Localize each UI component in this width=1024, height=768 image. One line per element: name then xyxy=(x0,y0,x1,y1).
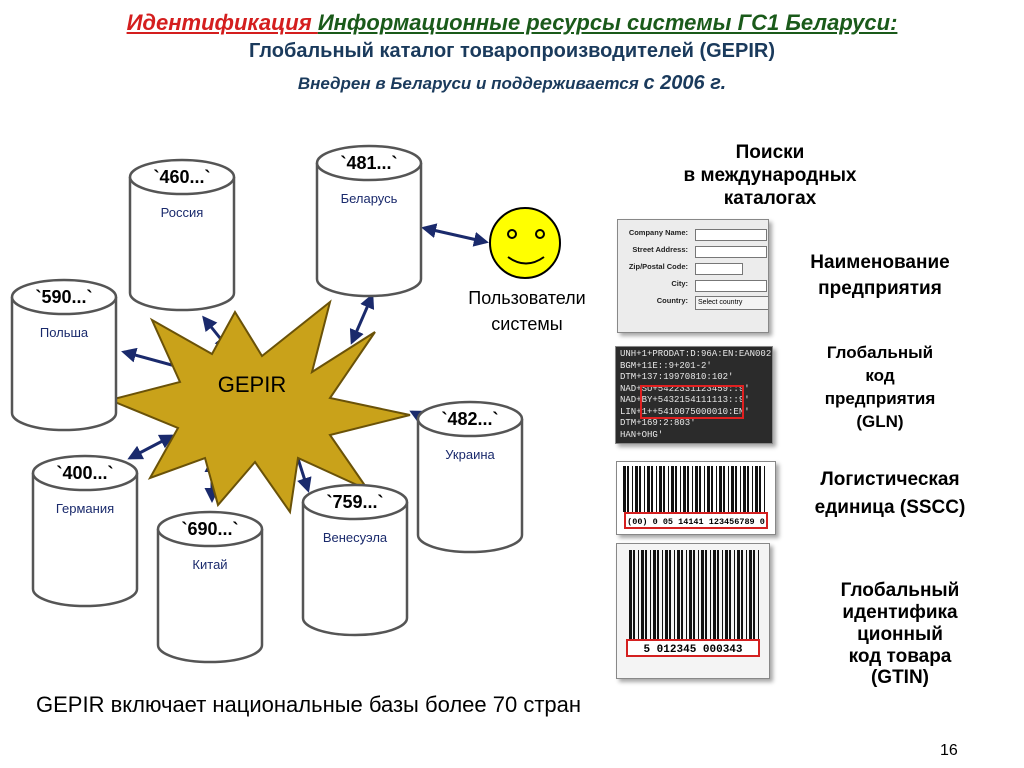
database-code: `482...` xyxy=(441,409,498,429)
database-cylinder: `690...` Китай xyxy=(156,510,264,664)
country-select[interactable]: Select country xyxy=(695,296,768,310)
company-search-form-image: Company Name: Street Address: Zip/Postal C… xyxy=(617,219,769,333)
label-gln: Глобальный код предприятия (GLN) xyxy=(824,343,936,431)
form-text-field[interactable] xyxy=(695,246,767,258)
database-code: `590...` xyxy=(35,287,92,307)
label-company-name: Наименование предприятия xyxy=(810,252,950,299)
database-code: `481...` xyxy=(340,153,397,173)
connection-arrow xyxy=(127,434,175,460)
gtin-highlight-box xyxy=(626,639,760,657)
label-gtin: Глобальный идентифика ционный код товара… xyxy=(840,580,960,689)
form-field-label: Zip/Postal Code: xyxy=(628,262,688,271)
database-cylinder: `482...` Украина xyxy=(416,400,524,554)
users-label-line-1: Пользователи xyxy=(468,288,585,308)
title-line-1: Идентификация Информационные ресурсы сис… xyxy=(0,10,1024,36)
title-line-2: Глобальный каталог товаропроизводителей … xyxy=(248,40,776,62)
database-code: `400...` xyxy=(56,463,113,483)
database-code: `759...` xyxy=(326,492,383,512)
form-row: Zip/Postal Code: xyxy=(618,262,768,280)
database-country: Венесуэла xyxy=(323,530,388,545)
database-country: Беларусь xyxy=(341,191,398,206)
bottom-caption: GEPIR включает национальные базы более 7… xyxy=(36,692,582,717)
label-sscc: Логистическая единица (SSCC) xyxy=(814,469,966,518)
database-country: Польша xyxy=(40,325,89,340)
database-code: `690...` xyxy=(181,519,238,539)
page-number: 16 xyxy=(940,742,958,759)
search-title: Поиски в международных каталогах xyxy=(683,142,857,209)
title-line-3-year: с 2006 г. xyxy=(643,72,727,94)
form-row: Company Name: xyxy=(618,228,768,246)
database-code: `460...` xyxy=(153,167,210,187)
database-cylinder: `590...` Польша xyxy=(10,278,118,432)
title-line-3: Внедрен в Беларуси и поддерживается с 20… xyxy=(0,72,1024,95)
edi-line: DTM+169:2:803' xyxy=(620,418,696,428)
gepir-star-shape xyxy=(106,299,411,515)
smiley-user-icon xyxy=(489,207,561,279)
gtin-barcode: 5 012345 000343 xyxy=(626,550,760,657)
title-line-3-prefix: Внедрен в Беларуси и поддерживается xyxy=(297,74,644,93)
database-country: Китай xyxy=(192,557,227,572)
edi-highlight-box xyxy=(640,385,744,419)
form-row: Country: Select country xyxy=(618,296,768,314)
form-text-field[interactable] xyxy=(695,229,767,241)
form-row: City: xyxy=(618,279,768,297)
gtin-number: 5 012345 000343 xyxy=(643,644,742,656)
database-cylinder: `400...` Германия xyxy=(31,454,139,608)
sscc-number: (00) 0 05 14141 123456789 0 xyxy=(627,517,765,527)
edi-message-image: UNH+1+PRODAT:D:96A:EN:EAN002'BGM+11E::9+… xyxy=(615,346,773,444)
edi-line: NAD+SU+5422331123459::9' xyxy=(620,383,750,394)
form-field-label: Country: xyxy=(656,296,688,305)
database-cylinder: `759...` Венесуэла xyxy=(301,483,409,637)
form-row: Street Address: xyxy=(618,245,768,263)
sscc-highlight-box xyxy=(624,512,768,529)
database-country: Россия xyxy=(161,205,204,220)
sscc-barcode-image: (00) 0 05 14141 123456789 0 xyxy=(616,461,776,535)
form-field-label: City: xyxy=(671,279,688,288)
database-cylinder: `460...` Россия xyxy=(128,158,236,312)
form-field-label: Street Address: xyxy=(632,245,688,254)
gtin-barcode-image: 5 012345 000343 xyxy=(616,543,770,679)
connection-arrow xyxy=(421,223,489,247)
form-text-field[interactable] xyxy=(695,280,767,292)
edi-line: LIN+1++5410075000010:EN' xyxy=(620,406,750,417)
gepir-network-diagram: GEPIR `460...` Россия `481...` Беларусь `590… xyxy=(10,144,586,664)
users-label-line-2: системы xyxy=(491,314,562,334)
edi-line: HAN+OHG' xyxy=(620,429,664,440)
database-cylinder: `481...` Беларусь xyxy=(315,144,423,298)
title-info-resources: Информационные ресурсы системы ГС1 Белар… xyxy=(317,10,898,35)
title-identification: Идентификация xyxy=(126,10,318,35)
form-text-field[interactable] xyxy=(695,263,743,275)
edi-line: DTM+137:19970810:102' xyxy=(620,372,734,382)
edi-line: NAD+BY+5432154111113::9' xyxy=(620,395,750,405)
gepir-label: GEPIR xyxy=(218,372,286,397)
edi-line: BGM+11E::9+201-2' xyxy=(620,360,712,371)
form-field-label: Company Name: xyxy=(628,228,688,237)
sscc-barcode: (00) 0 05 14141 123456789 0 xyxy=(623,466,768,529)
edi-line: UNH+1+PRODAT:D:96A:EN:EAN002' xyxy=(620,349,773,359)
database-country: Украина xyxy=(445,447,495,462)
connection-arrow xyxy=(349,293,375,345)
database-country: Германия xyxy=(56,501,114,516)
